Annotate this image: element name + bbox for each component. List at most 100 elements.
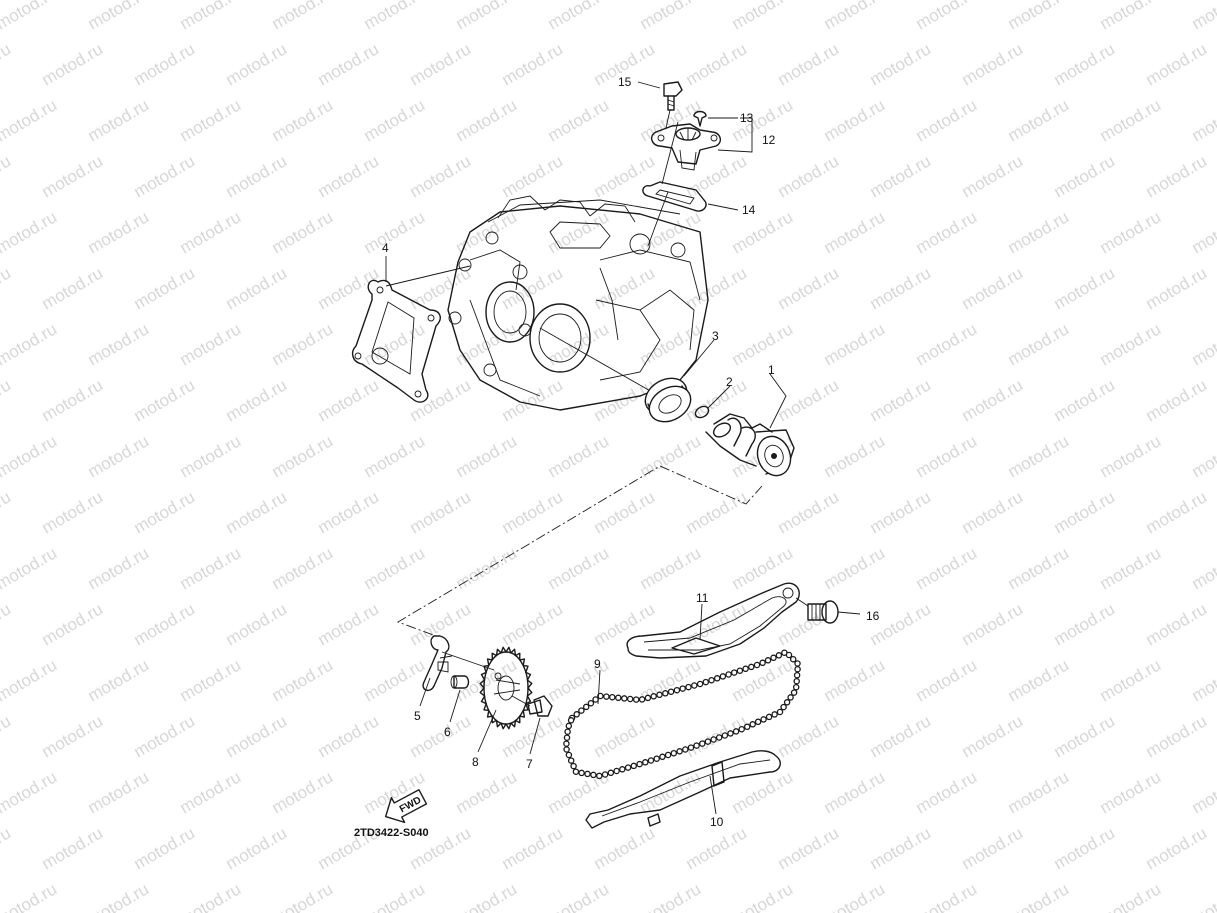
chain-link — [715, 734, 723, 741]
watermark-text: motod.ru — [1189, 207, 1217, 257]
chain-link — [783, 699, 791, 706]
watermark-text: motod.ru — [683, 151, 751, 201]
leader-14 — [707, 203, 739, 211]
pin-part-6 — [450, 675, 470, 689]
chain-link — [564, 728, 571, 735]
watermark-text: motod.ru — [361, 319, 429, 369]
watermark-text: motod.ru — [867, 375, 935, 425]
watermark-text: motod.ru — [269, 431, 337, 481]
chain-link — [582, 703, 590, 711]
watermark-text: motod.ru — [315, 39, 383, 89]
watermark-text: motod.ru — [499, 487, 567, 537]
sprocket-teeth — [479, 646, 533, 730]
chain-link — [743, 723, 751, 731]
watermark-text: motod.ru — [223, 823, 291, 873]
watermark-text: motod.ru — [1005, 879, 1073, 913]
watermark-text: motod.ru — [913, 655, 981, 705]
bearing-part-3 — [644, 377, 692, 423]
chain-link — [789, 655, 797, 663]
callout-11: 11 — [696, 591, 709, 605]
chain-link — [590, 771, 597, 779]
camshaft-part-1 — [705, 413, 795, 477]
chain-link — [619, 766, 626, 773]
chain-link — [685, 683, 692, 691]
watermark-text: motod.ru — [729, 319, 797, 369]
chain-link — [676, 748, 683, 755]
watermark-text: motod.ru — [775, 711, 843, 761]
watermark-text: motod.ru — [729, 543, 797, 593]
callout-12: 12 — [762, 133, 776, 147]
watermark-text: motod.ru — [85, 431, 153, 481]
chain-link — [609, 693, 616, 701]
chain-link — [693, 742, 700, 749]
chain-link — [650, 693, 657, 700]
watermark-text: motod.ru — [913, 0, 981, 33]
chain-link — [787, 694, 794, 701]
callout-1: 1 — [768, 363, 775, 377]
watermark-text: motod.ru — [315, 263, 383, 313]
leader-15 — [637, 81, 661, 89]
leader-guide-bolt — [795, 597, 809, 607]
watermark-text: motod.ru — [1143, 823, 1211, 873]
watermark-text: motod.ru — [0, 599, 14, 649]
watermark-text: motod.ru — [1097, 543, 1165, 593]
watermark-text: motod.ru — [959, 263, 1027, 313]
watermark-text: motod.ru — [269, 767, 337, 817]
chain-link — [780, 703, 787, 711]
watermark-text: motod.ru — [821, 95, 889, 145]
watermark-text: motod.ru — [913, 319, 981, 369]
watermark-text: motod.ru — [0, 375, 14, 425]
chain-link — [638, 696, 646, 703]
watermark-text: motod.ru — [177, 0, 245, 33]
watermark-text: motod.ru — [1005, 319, 1073, 369]
chain-link — [563, 746, 570, 753]
chain-link — [636, 760, 643, 768]
watermark-text: motod.ru — [39, 487, 107, 537]
diagram-code: 2TD3422-S040 — [354, 827, 429, 839]
watermark-text: motod.ru — [683, 823, 751, 873]
callout-6: 6 — [444, 725, 451, 739]
chain-link — [704, 738, 712, 745]
watermark-text: motod.ru — [1051, 151, 1119, 201]
watermark-text: motod.ru — [361, 655, 429, 705]
watermark-text: motod.ru — [1097, 207, 1165, 257]
watermark-text: motod.ru — [821, 0, 889, 33]
watermark-text: motod.ru — [39, 263, 107, 313]
watermark-text: motod.ru — [775, 39, 843, 89]
watermark-text: motod.ru — [269, 319, 337, 369]
leader-6 — [449, 689, 461, 723]
leader-16 — [837, 611, 861, 615]
chain-link — [771, 711, 778, 718]
chain-link — [607, 769, 615, 777]
watermark-text: motod.ru — [177, 319, 245, 369]
watermark-text: motod.ru — [0, 151, 14, 201]
watermark-text: motod.ru — [913, 879, 981, 913]
watermark-text: motod.ru — [407, 375, 475, 425]
chain-link — [679, 685, 686, 692]
watermark-text: motod.ru — [0, 39, 14, 89]
watermark-text: motod.ru — [1051, 599, 1119, 649]
watermark-text: motod.ru — [269, 655, 337, 705]
cam-chain-part-9 — [563, 649, 801, 780]
watermark-text: motod.ru — [867, 599, 935, 649]
watermark-text: motod.ru — [1189, 543, 1217, 593]
watermark-text: motod.ru — [1005, 543, 1073, 593]
watermark-text: motod.ru — [407, 599, 475, 649]
watermark-text: motod.ru — [0, 95, 60, 145]
chain-link — [749, 721, 756, 728]
watermark-text: motod.ru — [1143, 263, 1211, 313]
chain-link — [626, 695, 634, 703]
watermark-text: motod.ru — [131, 375, 199, 425]
watermark-text: motod.ru — [1189, 0, 1217, 33]
watermark-text: motod.ru — [729, 879, 797, 913]
chain-link — [662, 690, 669, 697]
watermark-text: motod.ru — [177, 655, 245, 705]
watermark-text: motod.ru — [361, 543, 429, 593]
chain-link — [597, 692, 604, 700]
chain-link — [710, 736, 717, 743]
chain-link — [578, 707, 585, 714]
chain-link — [570, 762, 577, 770]
watermark-text: motod.ru — [453, 95, 521, 145]
watermark-text: motod.ru — [637, 95, 705, 145]
